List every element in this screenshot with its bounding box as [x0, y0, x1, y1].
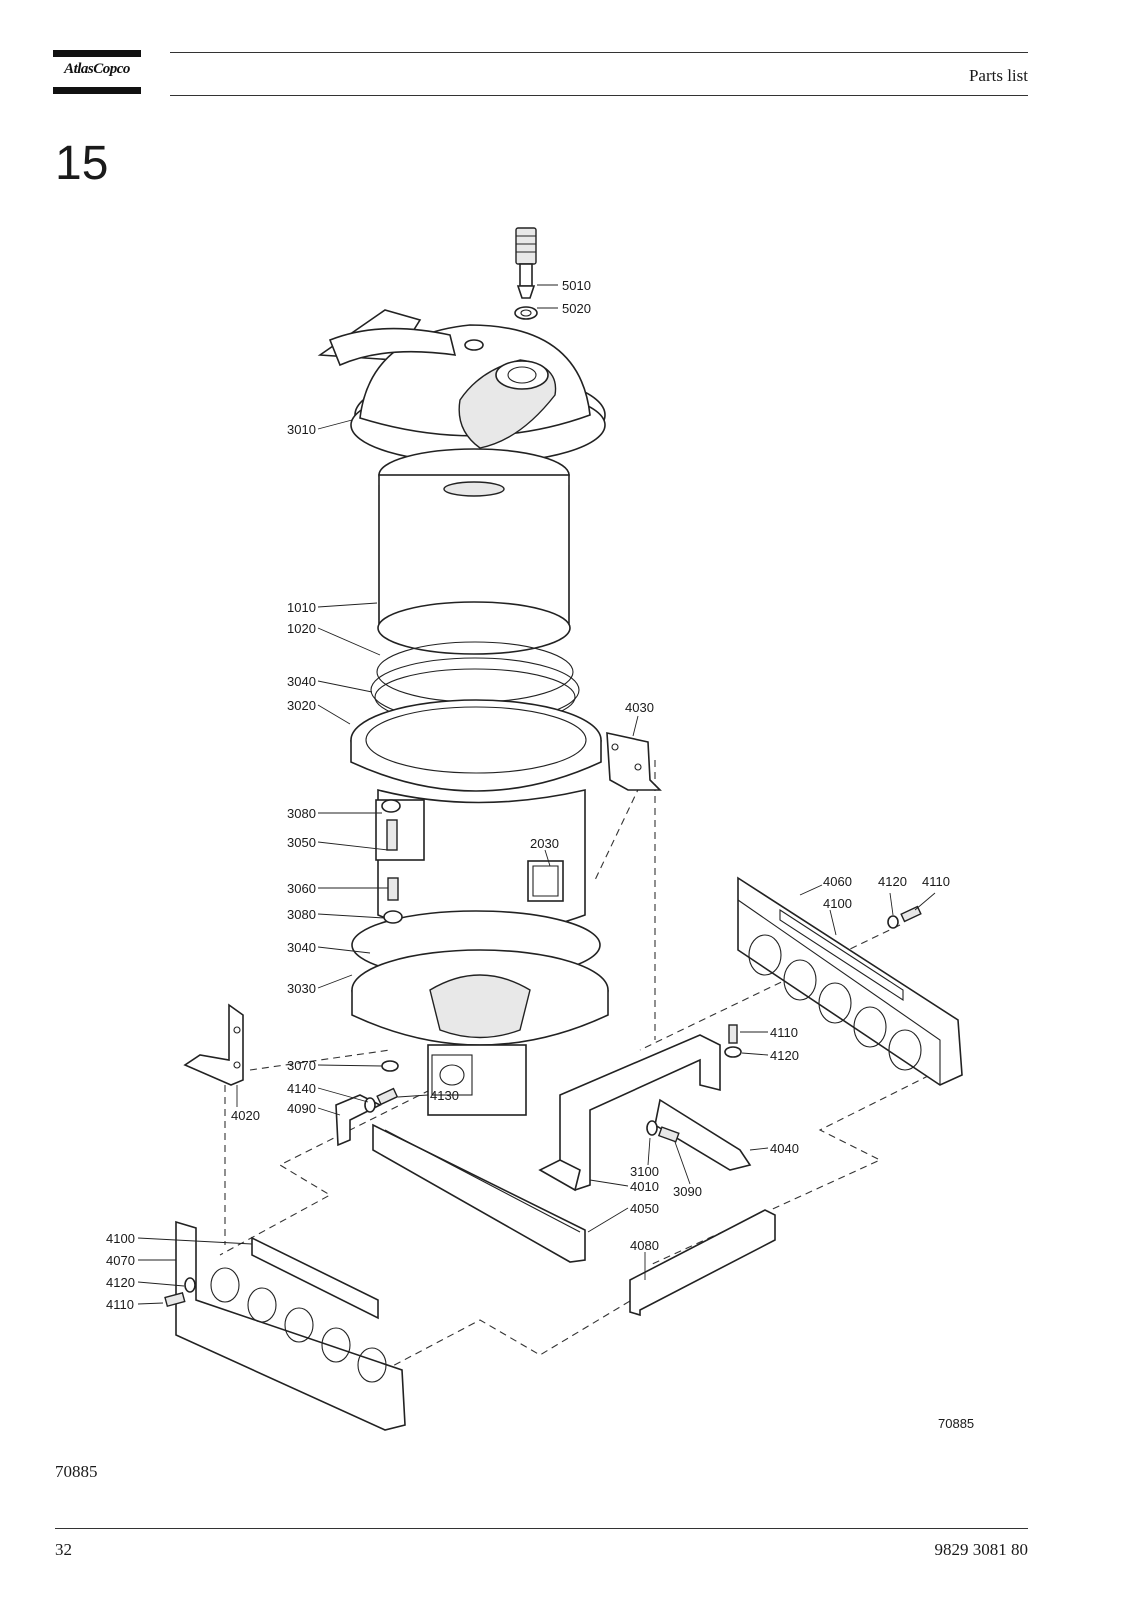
callout-4020: 4020 — [231, 1108, 260, 1123]
callout-3050: 3050 — [287, 835, 316, 850]
logo-bar-top — [53, 50, 141, 57]
callout-4070: 4070 — [106, 1253, 135, 1268]
callout-4120b: 4120 — [770, 1048, 799, 1063]
callout-4110: 4110 — [922, 874, 950, 889]
callout-3010: 3010 — [287, 422, 316, 437]
callout-3060: 3060 — [287, 881, 316, 896]
bracket-4020 — [183, 1003, 244, 1086]
callout-3100: 3100 — [630, 1164, 659, 1179]
frame-4010 — [538, 1034, 752, 1192]
atlas-copco-logo: AtlasCopco — [53, 50, 141, 94]
callout-5020: 5020 — [562, 301, 591, 316]
leader-lines — [137, 284, 936, 1305]
rail-4050 — [372, 1123, 586, 1263]
callout-4140: 4140 — [287, 1081, 316, 1096]
callout-4010: 4010 — [630, 1179, 659, 1194]
callout-4060: 4060 — [823, 874, 852, 889]
section-number: 15 — [55, 137, 109, 190]
header-rule-top — [170, 52, 1028, 53]
callout-3040: 3040 — [287, 674, 316, 689]
callout-3090: 3090 — [673, 1184, 702, 1199]
callout-5010: 5010 — [562, 278, 591, 293]
callout-1010: 1010 — [287, 600, 316, 615]
exploded-parts-drawing: 5010 5020 3010 1010 1020 3040 3020 4030 … — [0, 200, 1131, 1490]
callout-3080: 3080 — [287, 806, 316, 821]
bottom-housing-3030 — [351, 910, 609, 1116]
callout-4110b: 4110 — [770, 1025, 798, 1040]
callout-4120c: 4120 — [106, 1275, 135, 1290]
footer-rule — [55, 1528, 1028, 1529]
callout-4080: 4080 — [630, 1238, 659, 1253]
callout-3030: 3030 — [287, 981, 316, 996]
logo-wordmark: AtlasCopco — [64, 61, 130, 77]
filter-element-1010 — [377, 448, 571, 655]
callout-4100b: 4100 — [106, 1231, 135, 1246]
callout-4110c: 4110 — [106, 1297, 134, 1312]
callout-3070: 3070 — [287, 1058, 316, 1073]
logo-bar-bottom — [53, 87, 141, 94]
callout-4030: 4030 — [625, 700, 654, 715]
document-number: 9829 3081 80 — [934, 1540, 1029, 1559]
header-rule-bottom — [170, 95, 1028, 96]
fitting-5010 — [514, 227, 538, 320]
cover-3010 — [317, 309, 606, 464]
callout-2030: 2030 — [530, 836, 559, 851]
rail-4080 — [629, 1209, 776, 1317]
callout-4100: 4100 — [823, 896, 852, 911]
callout-labels: 5010 5020 3010 1010 1020 3040 3020 4030 … — [106, 278, 974, 1431]
callout-4040: 4040 — [770, 1141, 799, 1156]
side-panel-4060 — [737, 876, 963, 1086]
figure-reference: 70885 — [55, 1462, 98, 1481]
drawing-svg: 5010 5020 3010 1010 1020 3040 3020 4030 … — [106, 227, 974, 1431]
page-number: 32 — [55, 1540, 72, 1559]
header-title: Parts list — [968, 66, 1028, 85]
callout-3080b: 3080 — [287, 907, 316, 922]
callout-3020: 3020 — [287, 698, 316, 713]
callout-4120: 4120 — [878, 874, 907, 889]
bracket-4030 — [606, 731, 662, 791]
callout-1020: 1020 — [287, 621, 316, 636]
drawing-id-label: 70885 — [938, 1416, 974, 1431]
callout-3040b: 3040 — [287, 940, 316, 955]
callout-4050: 4050 — [630, 1201, 659, 1216]
callout-4130: 4130 — [430, 1088, 459, 1103]
housing-3020 — [350, 699, 602, 936]
side-panel-4070 — [175, 1220, 406, 1431]
fasteners — [164, 799, 922, 1308]
callout-4090: 4090 — [287, 1101, 316, 1116]
